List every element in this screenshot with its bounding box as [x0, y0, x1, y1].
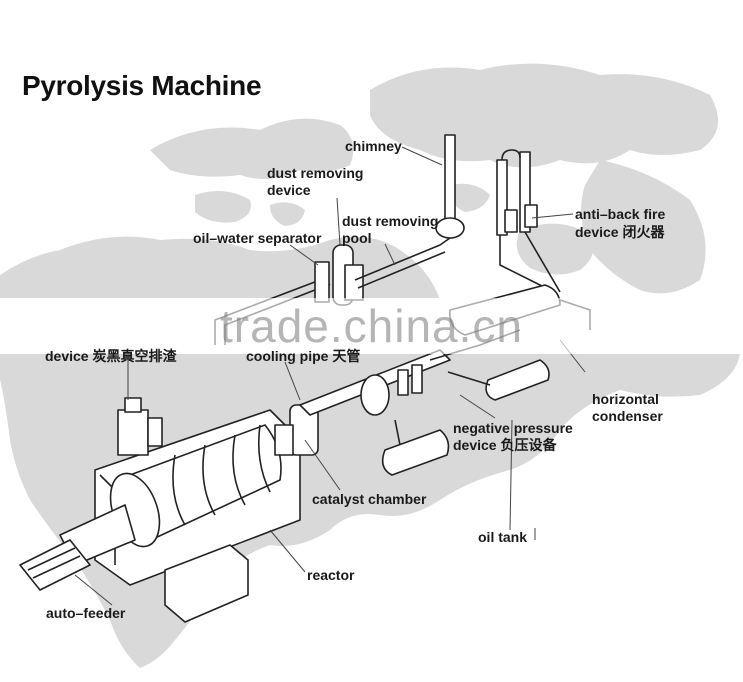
- label-dust-removing-device-line1: dust removing: [267, 165, 364, 181]
- label-dust-removing-pool-line1: dust removing: [342, 213, 439, 229]
- label-dust-removing-pool-line2: pool: [342, 230, 372, 246]
- label-slag-discharge-device: device 炭黑真空排渣: [45, 348, 177, 364]
- chimney-unit: [444, 134, 456, 231]
- oil-tank-small: [485, 359, 550, 401]
- machinery: [19, 134, 591, 623]
- label-negative-pressure-line1: negative pressure: [453, 420, 573, 436]
- label-auto-feeder: auto–feeder: [46, 605, 126, 621]
- label-horizontal-condenser-line2: condenser: [592, 408, 663, 424]
- dust-removing-pool-unit: [344, 264, 364, 301]
- label-negative-pressure-line2: device 负压设备: [453, 437, 557, 453]
- label-horizontal-condenser-line1: horizontal: [592, 391, 659, 407]
- negative-pressure-tank: [360, 374, 390, 416]
- label-reactor: reactor: [307, 567, 355, 583]
- label-anti-back-fire-line1: anti–back fire: [575, 206, 666, 222]
- oil-water-separator-unit: [314, 261, 330, 303]
- label-dust-removing-device-line2: device: [267, 182, 311, 198]
- label-catalyst-chamber: catalyst chamber: [312, 491, 427, 507]
- label-oil-tank: oil tank: [478, 529, 528, 545]
- slag-box: [164, 544, 249, 623]
- label-chimney: chimney: [345, 138, 402, 154]
- label-oil-water-separator: oil–water separator: [193, 230, 322, 246]
- label-cooling-pipe: cooling pipe 天管: [246, 348, 361, 364]
- label-anti-back-fire-line2: device 闭火器: [575, 224, 665, 240]
- watermark: trade.china.cn: [0, 298, 743, 354]
- slag-discharge-unit: [117, 409, 149, 456]
- feeder-conveyor: [19, 539, 91, 591]
- oil-tank-main: [381, 429, 450, 476]
- page-title: Pyrolysis Machine: [22, 70, 262, 101]
